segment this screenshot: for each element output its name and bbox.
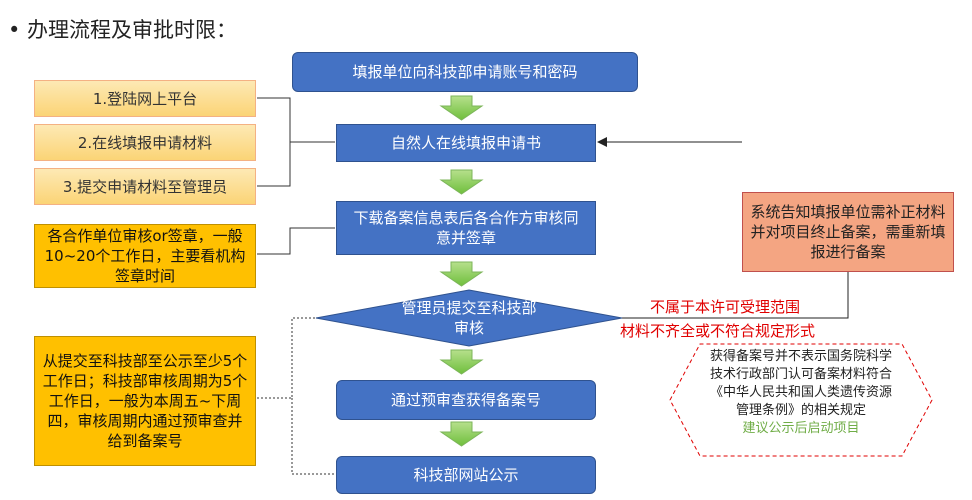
down-arrow-5 — [439, 421, 484, 447]
down-arrow-4 — [439, 349, 484, 375]
down-arrow-2 — [439, 169, 484, 195]
hex-note-text: 获得备案号并不表示国务院科学技术行政部门认可备案材料符合《中华人民共和国人类遗传… — [709, 349, 892, 436]
hex-note-shape — [669, 343, 933, 457]
left-step-submit-admin: 3.提交申请材料至管理员 — [34, 168, 256, 205]
reject-reason-scope: 不属于本许可受理范围 — [650, 298, 801, 316]
supplement-note: 系统告知填报单位需补正材料并对项目终止备案，需重新填报进行备案 — [742, 192, 954, 272]
down-arrow-3 — [439, 261, 484, 287]
decision-diamond — [315, 289, 623, 347]
reject-reason-materials: 材料不齐全或不符合规定形式 — [620, 322, 816, 340]
page-title: • 办理流程及审批时限： — [8, 18, 238, 42]
flow-step-fill-application: 自然人在线填报申请书 — [336, 124, 596, 162]
flow-step-get-record-number: 通过预审查获得备案号 — [336, 380, 596, 420]
left-step-fill-online: 2.在线填报申请材料 — [34, 124, 256, 161]
flow-step-apply-account: 填报单位向科技部申请账号和密码 — [292, 52, 638, 92]
review-time-note: 从提交至科技部至公示至少5个工作日；科技部审核周期为5个工作日，一般为本周五~下… — [34, 336, 256, 466]
signing-time-note: 各合作单位审核or签章，一般10~20个工作日，主要看机构签章时间 — [34, 224, 256, 288]
flow-step-public-notice: 科技部网站公示 — [336, 456, 596, 494]
flow-step-submit-review: 管理员提交至科技部审核 — [401, 299, 537, 337]
hex-note-advice: 建议公示后启动项目 — [742, 421, 860, 436]
flow-step-download-sign: 下载备案信息表后各合作方审核同意并签章 — [336, 201, 596, 255]
left-step-login: 1.登陆网上平台 — [34, 80, 256, 117]
down-arrow-1 — [439, 95, 484, 121]
